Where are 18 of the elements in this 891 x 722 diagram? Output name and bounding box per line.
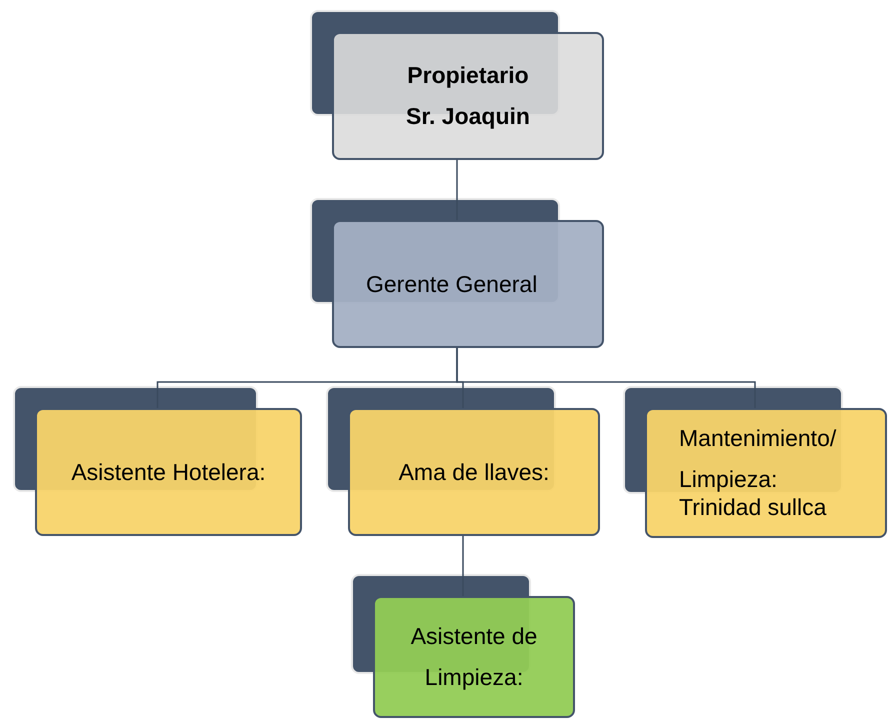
role-text: Limpieza: bbox=[424, 663, 524, 692]
connector-line bbox=[456, 160, 458, 220]
role-text: Sr. Joaquin bbox=[406, 102, 530, 131]
role-text: Asistente Hotelera: bbox=[71, 458, 266, 486]
org-box bbox=[348, 408, 600, 536]
role-text: Gerente General bbox=[366, 270, 538, 298]
role-text: Ama de llaves: bbox=[398, 458, 550, 486]
org-box bbox=[645, 408, 887, 538]
connector-line bbox=[456, 348, 756, 408]
role-text: Propietario bbox=[407, 61, 529, 90]
org-box bbox=[332, 220, 604, 348]
org-box bbox=[373, 596, 575, 718]
role-text: Mantenimiento/ bbox=[679, 424, 836, 453]
role-text: Asistente de bbox=[410, 622, 538, 651]
org-box bbox=[35, 408, 302, 536]
org-box bbox=[332, 32, 604, 160]
connector-line bbox=[462, 536, 464, 596]
role-text: Limpieza: Trinidad sullca bbox=[679, 464, 828, 522]
